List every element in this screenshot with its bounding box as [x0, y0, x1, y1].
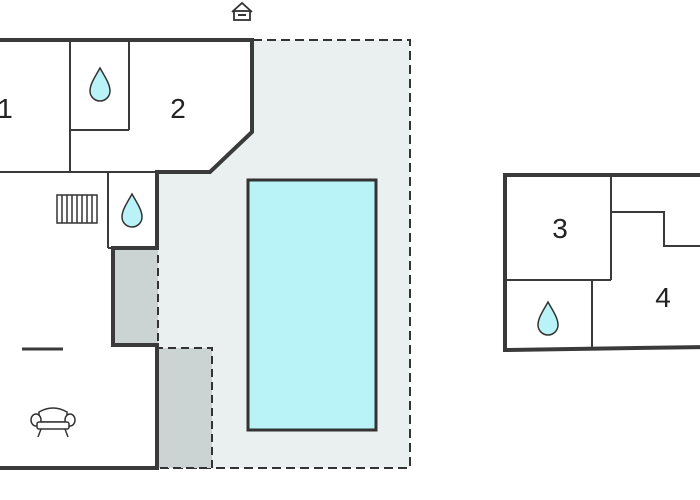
pool — [246, 178, 378, 432]
covered-terrace-upper — [112, 247, 159, 346]
water-drop-icon — [121, 192, 143, 228]
main-house-floor — [0, 40, 252, 468]
room-4-label: 4 — [655, 282, 671, 313]
interior-walls — [0, 40, 157, 351]
annex-walls — [503, 173, 700, 353]
stairs-icon — [56, 194, 98, 224]
room-3-label: 3 — [552, 213, 568, 244]
covered-terrace-lower — [154, 347, 213, 469]
water-drop-icon — [537, 300, 559, 336]
sofa-icon — [30, 407, 76, 438]
water-drop-icon — [89, 66, 111, 102]
room-1-label: 1 — [0, 93, 13, 124]
annex-floor — [505, 175, 700, 350]
house-entrance-icon — [231, 1, 253, 21]
room-2-label: 2 — [170, 93, 186, 124]
